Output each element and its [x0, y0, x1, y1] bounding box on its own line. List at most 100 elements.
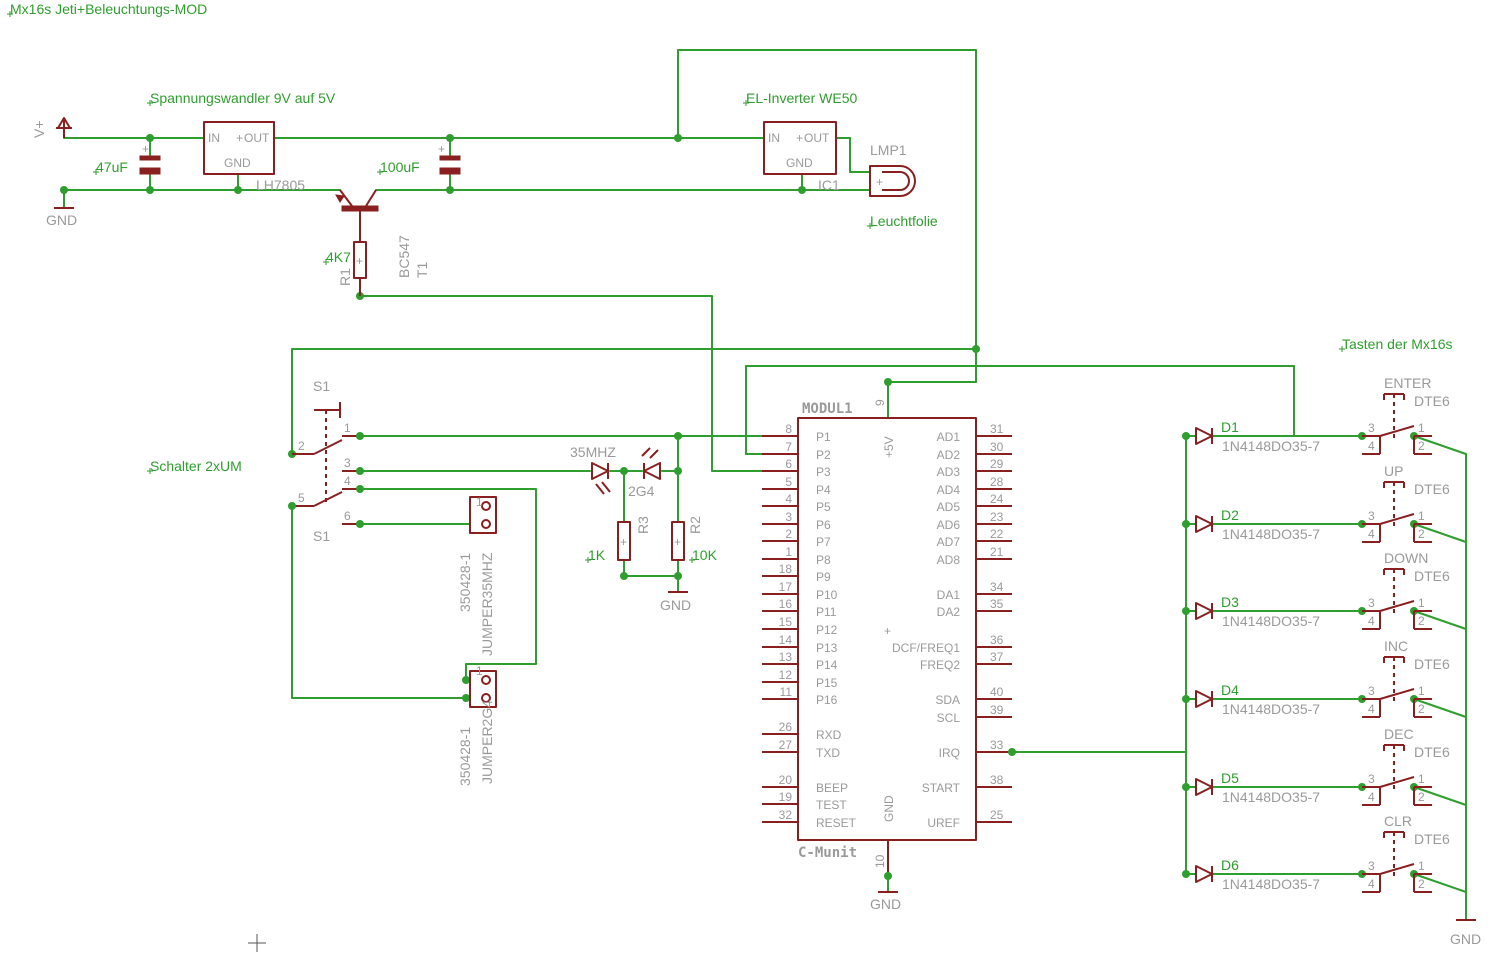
svg-text:4: 4 [1368, 877, 1375, 891]
resistor-r3: + R3 1K [584, 516, 651, 564]
svg-text:3: 3 [1368, 509, 1375, 523]
module-pin-number: 18 [779, 562, 793, 576]
lmp1-name: LMP1 [870, 142, 907, 158]
keys-group: D11N4148DO35-7ENTERDTE63412D21N4148DO35-… [1182, 375, 1467, 893]
button-name: UP [1384, 463, 1403, 479]
module-pin-name: P7 [816, 535, 831, 549]
svg-text:4: 4 [1368, 790, 1375, 804]
svg-text:GND: GND [224, 156, 251, 170]
svg-text:OUT: OUT [244, 131, 270, 145]
svg-text:3: 3 [1368, 772, 1375, 786]
jumper-2g4: 1 350428-1 JUMPER2G4 [457, 664, 497, 786]
svg-text:1: 1 [1418, 684, 1425, 698]
module-pin-name: RXD [816, 728, 842, 742]
module-pin-name: P2 [816, 448, 831, 462]
svg-text:5: 5 [298, 491, 305, 505]
module-pin-number: 32 [779, 808, 793, 822]
module-pin-number: 1 [785, 545, 792, 559]
module-pin-number: 15 [779, 615, 793, 629]
module-pin-name: DA2 [937, 605, 961, 619]
svg-text:GND: GND [1450, 931, 1481, 947]
module-pin-number: 12 [779, 668, 793, 682]
button-name: ENTER [1384, 375, 1431, 391]
module-pin-number: 6 [785, 457, 792, 471]
module-pin-number: 8 [785, 422, 792, 436]
resistor-r1: + 4K7 R1 [322, 241, 367, 296]
svg-text:+: + [620, 535, 627, 549]
module-pin-name: P6 [816, 518, 831, 532]
r1-value: 4K7 [326, 249, 351, 265]
svg-text:+: + [438, 142, 445, 156]
svg-text:2: 2 [1418, 614, 1425, 628]
svg-text:1: 1 [1418, 596, 1425, 610]
module-pin-name: AD6 [937, 518, 961, 532]
note-keys: Tasten der Mx16s [1342, 336, 1453, 352]
gnd-symbol-keys: GND [1450, 919, 1481, 947]
module-pin-number: 14 [779, 633, 793, 647]
svg-text:3: 3 [344, 456, 351, 470]
note-el-inverter: EL-Inverter WE50 [746, 90, 857, 106]
switch-s1: S1 S1 1 2 3 4 5 6 [292, 378, 360, 544]
power-junctions [60, 134, 980, 458]
svg-text:3: 3 [1368, 684, 1375, 698]
module-name: MODUL1 [802, 401, 853, 417]
svg-text:1: 1 [476, 664, 483, 678]
button-value: DTE6 [1414, 481, 1450, 497]
module-pin-name: P5 [816, 500, 831, 514]
module-pin-name: P1 [816, 430, 831, 444]
svg-text:9: 9 [873, 399, 887, 406]
module-pin-name: AD4 [937, 483, 961, 497]
jumper1-value: 350428-1 [457, 553, 473, 612]
r2-value: 10K [692, 547, 718, 563]
module-pin-name: SDA [935, 693, 960, 707]
voltage-regulator: IN + OUT GND LH7805 [203, 121, 305, 193]
module-pin-number: 19 [779, 790, 793, 804]
module-pin-name: AD2 [937, 448, 961, 462]
module-pin-name: AD7 [937, 535, 961, 549]
svg-text:1: 1 [1418, 772, 1425, 786]
module-pin-name: AD3 [937, 465, 961, 479]
module-pin-number: 3 [785, 510, 792, 524]
note-leuchtfolie: Leuchtfolie [870, 213, 938, 229]
module-pin-number: 30 [990, 440, 1004, 454]
r3-value: 1K [588, 547, 606, 563]
diode-name: D1 [1221, 419, 1239, 435]
module-pin-number: 31 [990, 422, 1004, 436]
jumper2-value: 350428-1 [457, 727, 473, 786]
module-pin-name: P15 [816, 676, 838, 690]
diode-value: 1N4148DO35-7 [1222, 613, 1320, 629]
svg-text:IN: IN [208, 131, 220, 145]
svg-text:GND: GND [786, 156, 813, 170]
module-pin-name: AD1 [937, 430, 961, 444]
vplus-symbol: V+ [31, 117, 72, 138]
module-pin-number: 34 [990, 580, 1004, 594]
module-pin-number: 25 [990, 808, 1004, 822]
button-value: DTE6 [1414, 656, 1450, 672]
el-inverter-ic1: IN + OUT GND IC1 [763, 121, 840, 193]
module-pin-name: IRQ [939, 746, 960, 760]
module-pin-number: 28 [990, 475, 1004, 489]
switch-wires [291, 435, 781, 699]
svg-text:2: 2 [1418, 877, 1425, 891]
module-pin-name: FREQ2 [920, 658, 960, 672]
svg-text:1: 1 [344, 421, 351, 435]
module-pin-number: 39 [990, 703, 1004, 717]
module-pin-number: 16 [779, 597, 793, 611]
svg-text:+: + [356, 254, 363, 268]
module-pin-name: P16 [816, 693, 838, 707]
module-pin-number: 7 [785, 440, 792, 454]
jumper2-name: JUMPER2G4 [479, 700, 495, 784]
gnd-label-left: GND [46, 212, 77, 228]
led2-label: 2G4 [628, 483, 655, 499]
